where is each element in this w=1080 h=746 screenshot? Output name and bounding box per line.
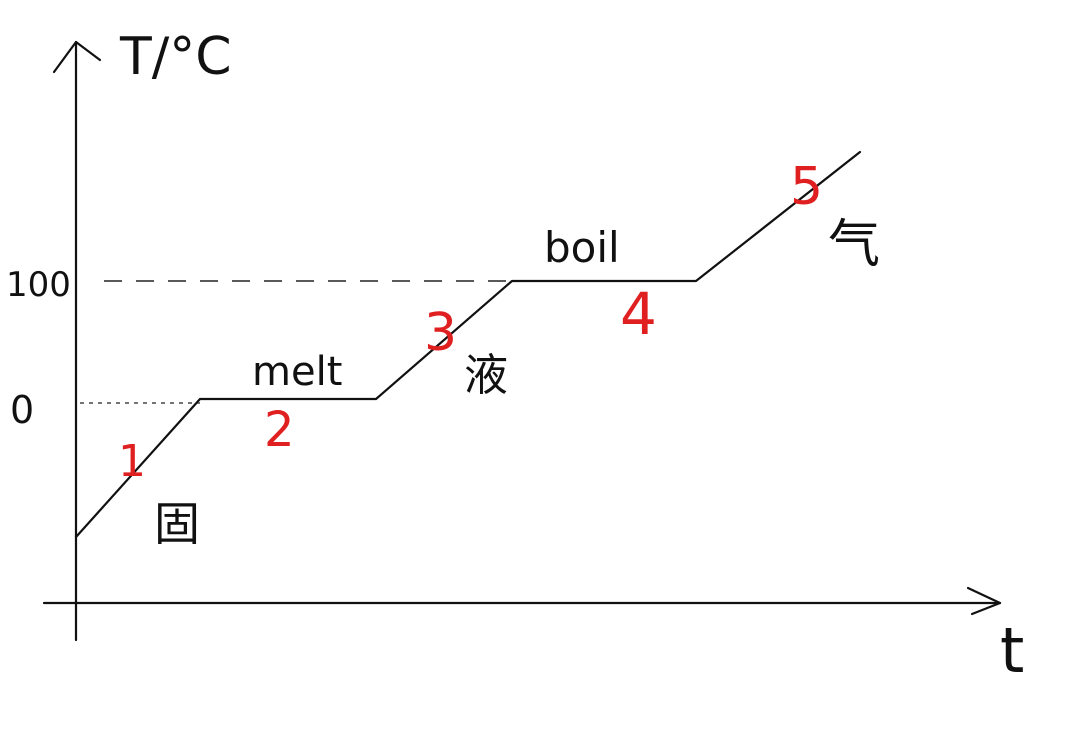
x-axis-label: t [1000,614,1024,687]
tick-label-0: 0 [10,388,34,432]
boil-label: boil [544,223,620,272]
segment-number-3: 3 [424,303,457,363]
x-axis-arrowhead [966,586,1002,616]
liquid-label: 液 [464,350,508,401]
tick-label-100: 100 [6,265,71,305]
segment-number-1: 1 [118,436,146,487]
y-axis-arrowhead [52,40,102,74]
segment-number-4: 4 [620,280,657,348]
segment-number-2: 2 [264,402,295,458]
solid-label: 固 [154,497,200,551]
heating-curve [74,150,862,539]
segment-number-5: 5 [790,157,823,217]
y-axis-label: T/°C [119,27,232,87]
melt-label: melt [252,349,342,395]
gas-label: 气 [828,215,880,275]
